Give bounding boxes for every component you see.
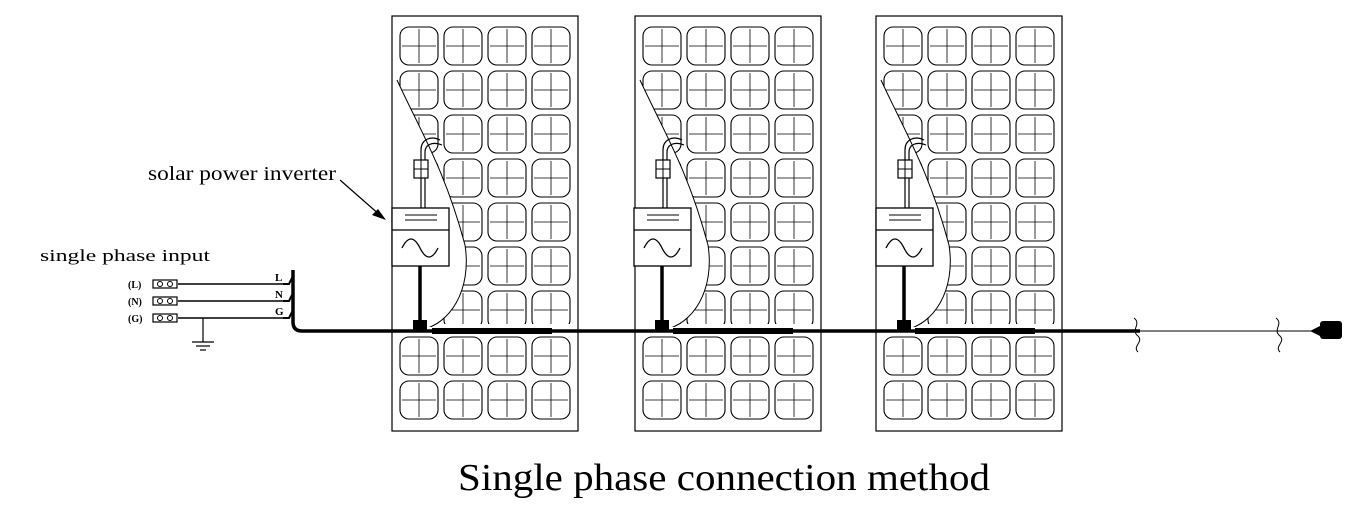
terminal-tag-l: (L) bbox=[128, 280, 141, 291]
terminal-letter-l: L bbox=[275, 272, 282, 284]
terminal-letter-g: G bbox=[275, 306, 284, 318]
inverter-2 bbox=[633, 137, 692, 331]
input-terminals bbox=[152, 275, 294, 351]
inverter-3 bbox=[875, 137, 934, 331]
connector-icon bbox=[152, 279, 178, 323]
terminal-tag-g: (G) bbox=[128, 314, 142, 325]
ground-symbol-icon bbox=[192, 318, 214, 351]
inverter-pointer-arrow bbox=[339, 179, 386, 220]
terminal-tag-n: (N) bbox=[128, 297, 142, 308]
end-cap-icon bbox=[1320, 321, 1342, 339]
inverter-1 bbox=[391, 137, 450, 331]
diagram-title: Single phase connection method bbox=[458, 457, 990, 499]
input-label: single phase input bbox=[40, 246, 210, 265]
ac-bus-cable bbox=[291, 270, 1342, 353]
terminal-letter-n: N bbox=[275, 289, 283, 301]
inverter-label: solar power inverter bbox=[148, 163, 336, 185]
